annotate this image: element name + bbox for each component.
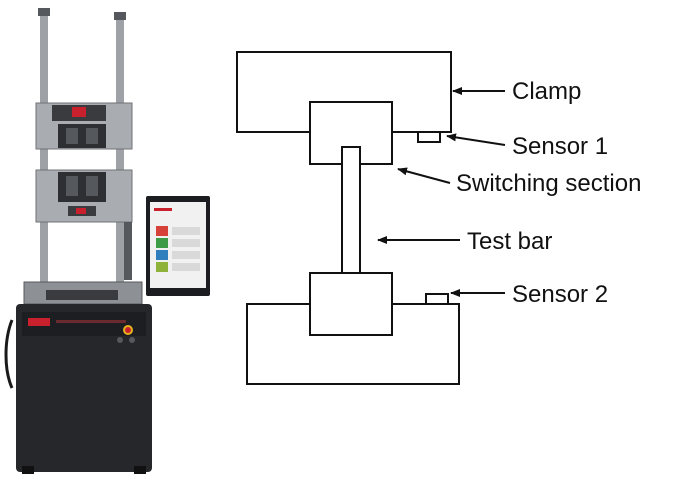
sensor-2 bbox=[425, 293, 449, 305]
schematic-diagram bbox=[236, 51, 460, 385]
left-column bbox=[40, 10, 48, 295]
sensor-2-label: Sensor 2 bbox=[512, 281, 608, 308]
switching-section-arrow bbox=[397, 167, 451, 184]
machine-cabinet bbox=[16, 304, 152, 472]
callout-arrows bbox=[377, 87, 506, 297]
sensor-1-label: Sensor 1 bbox=[512, 133, 608, 160]
test-bar-label: Test bar bbox=[467, 228, 552, 255]
test-bar bbox=[341, 146, 361, 288]
switching-section-bottom bbox=[309, 272, 393, 336]
screen-tile bbox=[156, 262, 168, 272]
right-column bbox=[116, 14, 124, 294]
lower-grip bbox=[58, 172, 106, 202]
sensor-1 bbox=[417, 131, 441, 143]
clamp-label: Clamp bbox=[512, 78, 581, 105]
testing-machine-photo bbox=[4, 8, 210, 474]
screen-tile bbox=[156, 238, 168, 248]
upper-grip bbox=[58, 124, 106, 148]
screen-tile bbox=[156, 226, 168, 236]
switching-section-label: Switching section bbox=[456, 170, 641, 197]
screen-tile bbox=[156, 250, 168, 260]
sensor-1-arrow bbox=[446, 133, 506, 146]
